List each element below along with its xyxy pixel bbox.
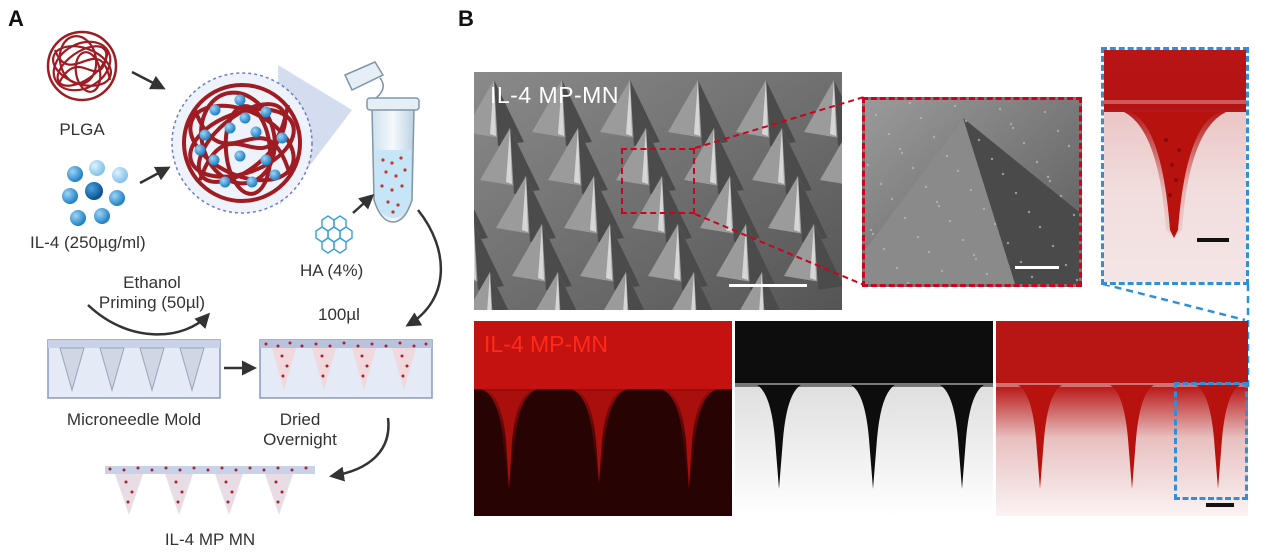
panel-a-schematic: PLGA IL-4 (250µg/ml) (30, 30, 443, 549)
final-label: IL-4 MP MN (165, 530, 255, 549)
arrow-plga-to-sphere (131, 70, 166, 90)
arrow-ha-to-tube (352, 193, 375, 214)
gray-needles (757, 385, 984, 489)
final-microneedle-patch-icon (105, 466, 315, 515)
arrow-il4-to-sphere (139, 166, 171, 185)
dried-label-line1: Dried (280, 410, 321, 429)
arrow-ethanol-priming (87, 304, 211, 336)
arrow-dried-to-final (329, 417, 390, 482)
tube-icon (343, 61, 420, 223)
mold-label: Microneedle Mold (67, 410, 201, 429)
brightfield-gray-image (735, 321, 993, 516)
merged-needles (1018, 385, 1240, 489)
panel-a-letter: A (8, 6, 24, 31)
zoom-scale-bar (1015, 266, 1059, 269)
merged-zoom-box (1174, 382, 1248, 500)
microneedle-mold-icon (47, 339, 221, 399)
red-needles (488, 391, 710, 489)
single-needle-scale-bar (1197, 238, 1229, 242)
fluor-label: IL-4 MP-MN (484, 331, 608, 357)
fluorescence-red-image: IL-4 MP-MN (474, 321, 732, 516)
sem-zoom-box (621, 148, 695, 214)
single-needle-overlay-image (1101, 47, 1249, 285)
filled-mold-icon (259, 339, 433, 399)
sem-scale-bar (729, 284, 807, 287)
ethanol-label-line1: Ethanol (123, 273, 181, 292)
merged-overlay-image (996, 321, 1248, 516)
plga-tangle-icon (46, 30, 118, 102)
ha-label: HA (4%) (300, 261, 363, 280)
plga-label: PLGA (59, 120, 105, 139)
arrow-tube-to-mold (405, 209, 443, 327)
panel-a: PLGA IL-4 (250µg/ml) (0, 0, 460, 555)
merged-scale-bar (1206, 503, 1234, 507)
sem-label: IL-4 MP-MN (490, 82, 619, 108)
ethanol-label-line2: Priming (50µl) (99, 293, 205, 312)
ha-hydrogel-icon (315, 215, 353, 254)
il4-particles-icon (62, 160, 128, 226)
volume-label: 100µl (318, 305, 360, 324)
sem-zoom-image (862, 97, 1082, 287)
il4-label: IL-4 (250µg/ml) (30, 233, 146, 252)
microparticle-zoom (171, 65, 352, 214)
panel-b-letter: B (458, 6, 474, 31)
dried-label-line2: Overnight (263, 430, 337, 449)
